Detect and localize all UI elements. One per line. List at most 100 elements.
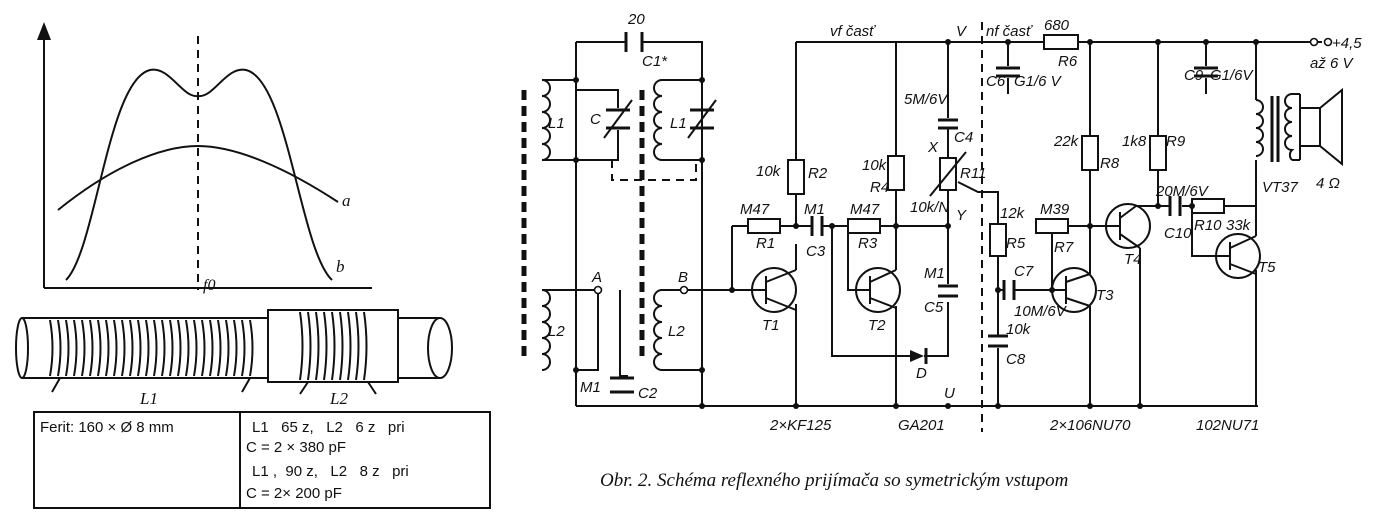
transformer-secondary [1284, 93, 1295, 161]
transistor-t1 [751, 244, 797, 313]
curve-a [57, 144, 339, 211]
table-border [33, 411, 491, 509]
cap-c8 [988, 334, 1008, 348]
label-c2: C2 [638, 385, 658, 402]
label-t3: T3 [1096, 287, 1114, 304]
cap-c2 [610, 376, 634, 394]
cap-c-left-trim [603, 99, 633, 139]
res-r10 [1191, 198, 1225, 214]
label-nf-cast: nf časť [986, 23, 1033, 40]
rod-left-end [15, 317, 29, 379]
label-t2: T2 [868, 317, 886, 334]
cap-c9 [1194, 66, 1218, 78]
label-d: D [916, 365, 927, 382]
coil-l2-windings [299, 311, 368, 381]
curve-b-label: b [336, 257, 345, 276]
y-axis-arrow-icon [37, 22, 51, 40]
label-r8: R8 [1100, 155, 1120, 172]
label-l2-right: L2 [668, 323, 685, 340]
label-c6: C6 [986, 73, 1006, 90]
label-c10: C10 [1164, 225, 1192, 242]
label-r7-val: M39 [1040, 201, 1070, 218]
cap-c4 [938, 118, 958, 130]
table-row2b: C = 2× 200 pF [246, 485, 342, 502]
label-l1-left: L1 [548, 115, 565, 132]
label-r10-val: 33k [1226, 217, 1252, 234]
cap-c-right [690, 108, 714, 130]
response-graph: f0 a b [37, 22, 372, 294]
label-c3-val: M1 [804, 201, 825, 218]
diode-d [910, 348, 932, 364]
label-c10-val: 20M/6V [1155, 183, 1210, 200]
coil-l1-label: L1 [139, 389, 158, 408]
res-r6 [1043, 34, 1079, 50]
res-r2 [787, 159, 805, 195]
resistors [747, 34, 1225, 257]
label-c9-val: G1/6V [1210, 67, 1255, 84]
coil-l2-label: L2 [329, 389, 348, 408]
ferrite-rod: L1 L2 [15, 309, 453, 408]
label-node-v: V [956, 23, 968, 40]
label-r8-val: 22k [1053, 133, 1080, 150]
coil-leads [51, 377, 377, 395]
res-r3 [847, 218, 881, 234]
coil-symbols [541, 79, 663, 371]
label-r6-val: 680 [1044, 17, 1070, 34]
label-t1: T1 [762, 317, 780, 334]
cap-c3 [810, 216, 824, 236]
f0-label: f0 [203, 277, 215, 294]
coil-l1-windings [49, 319, 254, 377]
label-r5: R5 [1006, 235, 1026, 252]
label-part-kf125: 2×KF125 [769, 417, 832, 434]
label-r9-val: 1k8 [1122, 133, 1147, 150]
label-l1-right: L1 [670, 115, 687, 132]
label-node-u: U [944, 385, 955, 402]
label-r11-val: 10k/N [910, 199, 949, 216]
label-part-102nu71: 102NU71 [1196, 417, 1259, 434]
label-c7: C7 [1014, 263, 1034, 280]
label-r1-val: M47 [740, 201, 770, 218]
res-r9 [1149, 135, 1167, 171]
label-r2-val: 10k [756, 163, 782, 180]
transistor-t4 [1105, 203, 1151, 249]
label-c1: C1* [642, 53, 668, 70]
label-vt: VT37 [1262, 179, 1299, 196]
label-t4: T4 [1124, 251, 1142, 268]
curve-b [65, 68, 333, 281]
label-r11: R11 [960, 165, 986, 182]
label-r5-val: 12k [1000, 205, 1026, 222]
cap-c5 [938, 284, 958, 298]
label-c5-val: M1 [924, 265, 945, 282]
coil-l1-left [541, 79, 551, 161]
transistor-t2 [855, 226, 901, 313]
label-c4-val: 5M/6V [904, 91, 949, 108]
label-c: C [590, 111, 601, 128]
curve-a-label: a [342, 191, 351, 210]
label-part-ga201: GA201 [898, 417, 945, 434]
label-speaker: 4 Ω [1316, 175, 1340, 192]
label-r3-val: M47 [850, 201, 880, 218]
res-r8 [1081, 135, 1099, 171]
table-row2a: L1 , 90 z, L2 8 z pri [252, 463, 409, 480]
label-r4-val: 10k [862, 157, 888, 174]
label-r2: R2 [808, 165, 828, 182]
label-r1: R1 [756, 235, 775, 252]
label-c8: C8 [1006, 351, 1026, 368]
label-r6: R6 [1058, 53, 1078, 70]
label-node-b: B [678, 269, 688, 286]
transformer-primary [1255, 99, 1264, 157]
label-r3: R3 [858, 235, 878, 252]
res-r11-wiper [929, 151, 967, 197]
junctions [573, 37, 1333, 409]
output-transformer [1255, 93, 1295, 162]
cap-c7 [1002, 280, 1016, 300]
cap-c-right-trim [687, 99, 717, 139]
figure-caption: Obr. 2. Schéma reflexného prijímača so s… [600, 470, 1068, 491]
label-r4: R4 [870, 179, 889, 196]
res-r7 [1035, 218, 1069, 234]
label-r7: R7 [1054, 239, 1074, 256]
label-c5: C5 [924, 299, 944, 316]
label-c7-val: 10M/6V [1014, 303, 1068, 320]
label-c3: C3 [806, 243, 826, 260]
